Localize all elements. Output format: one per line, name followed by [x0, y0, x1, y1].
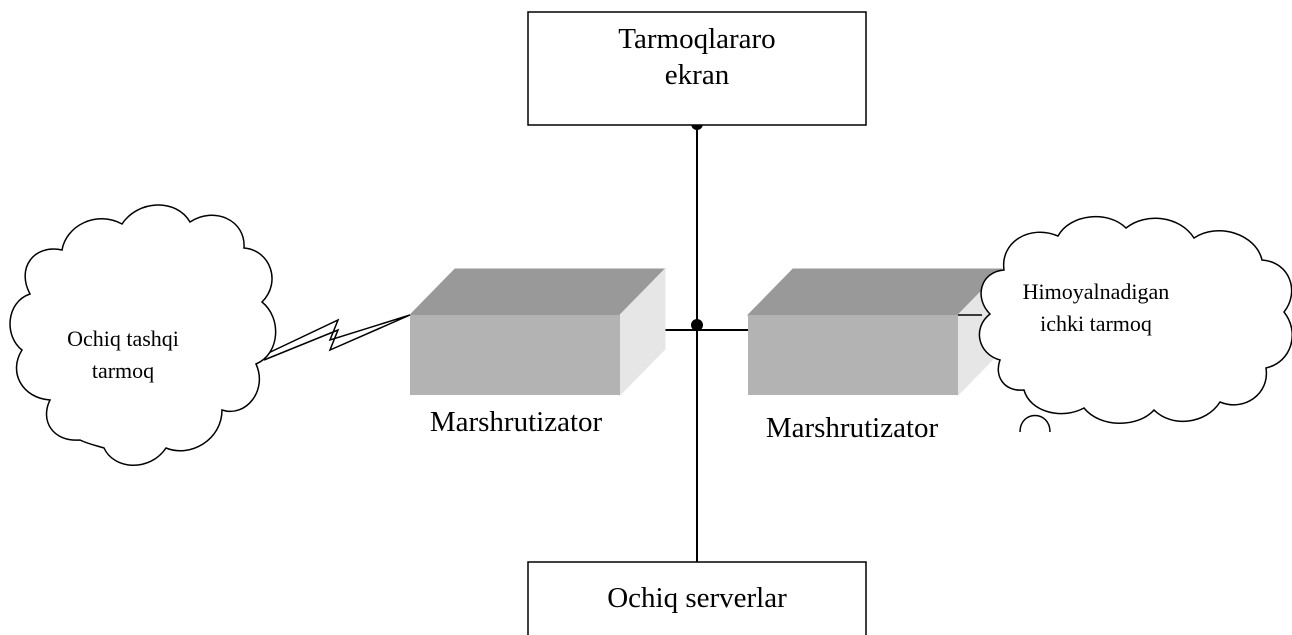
router-left-label: Marshrutizator	[430, 406, 603, 438]
external-network-label-line2: tarmoq	[92, 358, 154, 383]
internal-network-label-line2: ichki tarmoq	[1040, 311, 1152, 336]
thought-bubble	[1019, 414, 1051, 433]
open-servers-box: Ochiq serverlar	[527, 561, 867, 635]
router-right: Marshrutizator	[746, 267, 1005, 444]
router-right-label: Marshrutizator	[766, 412, 939, 444]
internal-network-label-line1: Himoyalnadigan	[1023, 279, 1170, 304]
wireless-link-line	[261, 314, 411, 361]
external-network-label-line1: Ochiq tashqi	[67, 326, 179, 351]
external-network-cloud: Ochiq tashqi tarmoq	[9, 204, 277, 466]
firewall-label-line1: Tarmoqlararo	[618, 23, 775, 55]
open-servers-label: Ochiq serverlar	[607, 582, 787, 614]
router-left: Marshrutizator	[408, 267, 667, 438]
firewall-box: Tarmoqlararo ekran	[527, 11, 867, 126]
junction-dot-center	[691, 319, 703, 331]
internal-network-cloud: Himoyalnadigan ichki tarmoq	[978, 215, 1292, 433]
firewall-label-line2: ekran	[665, 59, 730, 91]
